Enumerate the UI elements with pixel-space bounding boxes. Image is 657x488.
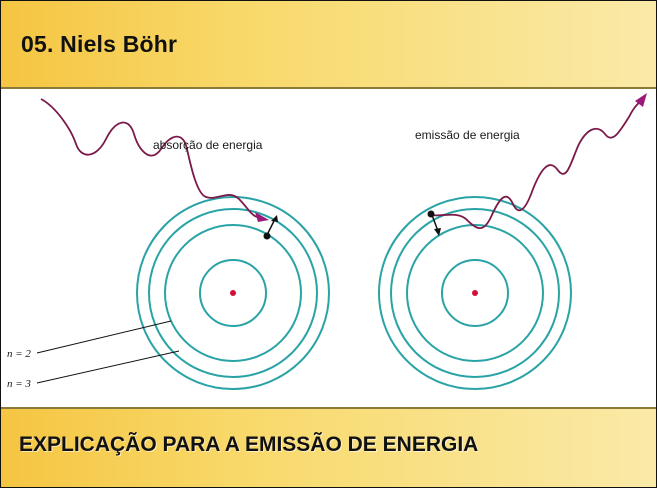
left-atom-caption: absorção de energia (153, 138, 263, 152)
right-jump-arrowhead (434, 228, 441, 236)
right-orbit-4 (378, 196, 572, 390)
orbit-leader-n3 (36, 350, 180, 384)
right-orbit-1 (441, 259, 509, 327)
right-electron-jump (431, 214, 439, 232)
left-electron-jump (266, 218, 276, 236)
orbit-label-n3: n = 3 (7, 378, 31, 390)
left-photon-wave (40, 98, 258, 218)
right-atom-caption: emissão de energia (415, 128, 520, 142)
right-electron (427, 210, 435, 218)
left-orbit-3 (148, 208, 318, 378)
orbit-labels: n = 2 n = 3 (7, 320, 180, 390)
left-orbit-1 (199, 259, 267, 327)
slide-title: 05. Niels Böhr (21, 31, 178, 57)
footer-caption: EXPLICAÇÃO PARA A EMISSÃO DE ENERGIA (19, 433, 479, 456)
left-nucleus (230, 290, 236, 296)
title-bar: 05. Niels Böhr (1, 1, 656, 89)
orbit-leader-n2 (36, 320, 172, 354)
right-nucleus (472, 290, 478, 296)
left-jump-arrowhead (271, 215, 278, 222)
right-atom: emissão de energia (378, 93, 647, 390)
left-atom: absorção de energia (40, 98, 330, 390)
right-orbit-3 (390, 208, 560, 378)
left-photon-arrowhead (255, 212, 269, 222)
left-electron (263, 232, 271, 240)
bohr-diagram: absorção de energia emissão de energia n… (7, 93, 647, 390)
footer-bar: EXPLICAÇÃO PARA A EMISSÃO DE ENERGIA (1, 407, 656, 487)
left-orbit-2 (164, 224, 302, 362)
orbit-label-n2: n = 2 (7, 348, 31, 360)
left-orbit-4 (136, 196, 330, 390)
right-photon-wave (430, 100, 642, 230)
right-orbit-2 (406, 224, 544, 362)
right-photon-arrowhead (635, 93, 647, 107)
